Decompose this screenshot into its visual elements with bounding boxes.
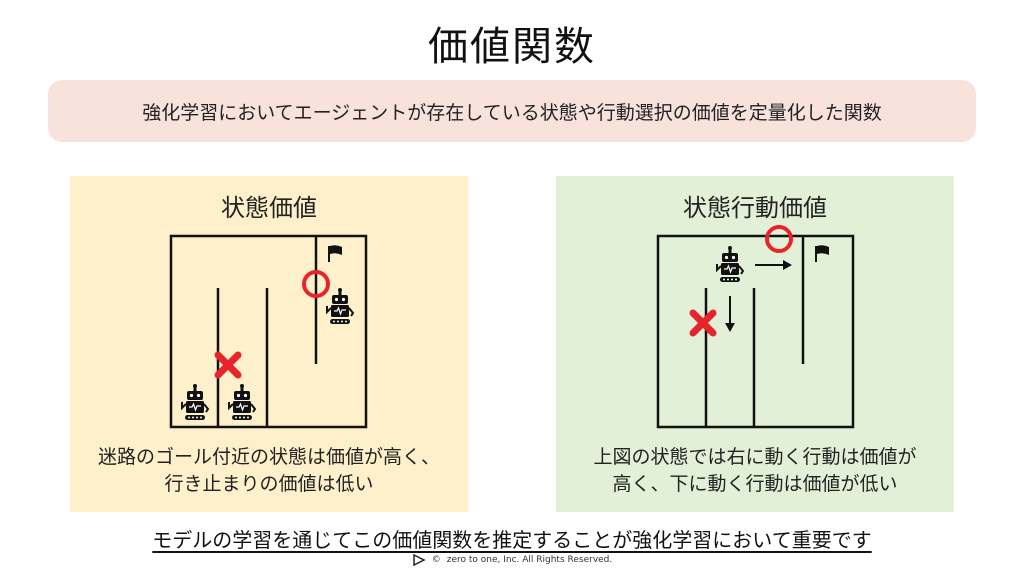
state-action-value-title: 状態行動価値 — [683, 194, 827, 222]
zero-to-one-logo-icon — [412, 554, 426, 566]
state-value-title: 状態価値 — [221, 194, 317, 222]
page-title: 価値関数 — [428, 24, 596, 70]
arrow-right-icon — [755, 260, 792, 270]
footer: © zero to one, Inc. All Rights Reserved. — [0, 554, 1024, 566]
caption-line: 迷路のゴール付近の状態は価値が高く、 — [97, 446, 440, 468]
circle-icon — [765, 225, 793, 253]
arrow-down-icon — [725, 296, 735, 332]
state-action-value-maze — [656, 225, 855, 429]
robot-icon — [228, 383, 256, 421]
caption-line: 行き止まりの価値は低い — [164, 473, 374, 495]
conclusion-text: モデルの学習を通じてこの価値関数を推定することが強化学習において重要です — [0, 524, 1024, 553]
state-value-panel: 状態価値 迷路のゴール付近の状態は価値が高く、 行き止まりの価値は低い — [70, 176, 468, 512]
flag-icon — [815, 244, 830, 263]
cross-icon — [218, 355, 238, 375]
copyright-symbol: © — [431, 555, 441, 565]
caption-line: 上図の状態では右に動く行動は価値が — [593, 446, 917, 468]
conclusion-underlined: モデルの学習を通じてこの価値関数を推定することが強化学習において重要です — [152, 528, 872, 552]
maze-border — [656, 234, 855, 429]
robot-icon — [181, 383, 209, 421]
flag-icon — [328, 244, 343, 263]
robot-icon — [326, 287, 354, 325]
maze-border — [169, 234, 368, 429]
copyright-text: zero to one, Inc. All Rights Reserved. — [446, 555, 613, 565]
definition-text: 強化学習においてエージェントが存在している状態や行動選択の価値を定量化した関数 — [142, 101, 882, 124]
cross-icon — [693, 313, 713, 333]
caption-line: 高く、下に動く行動は価値が低い — [612, 473, 898, 495]
definition-box: 強化学習においてエージェントが存在している状態や行動選択の価値を定量化した関数 — [48, 80, 976, 142]
state-value-caption: 迷路のゴール付近の状態は価値が高く、 行き止まりの価値は低い — [70, 444, 468, 498]
state-action-value-panel: 状態行動価値 上図の状態では右に動く行動は価値が 高く、下に動く行動は価値が低い — [556, 176, 954, 512]
robot-icon — [716, 245, 744, 283]
state-action-value-caption: 上図の状態では右に動く行動は価値が 高く、下に動く行動は価値が低い — [556, 444, 954, 498]
state-value-maze — [169, 234, 368, 429]
